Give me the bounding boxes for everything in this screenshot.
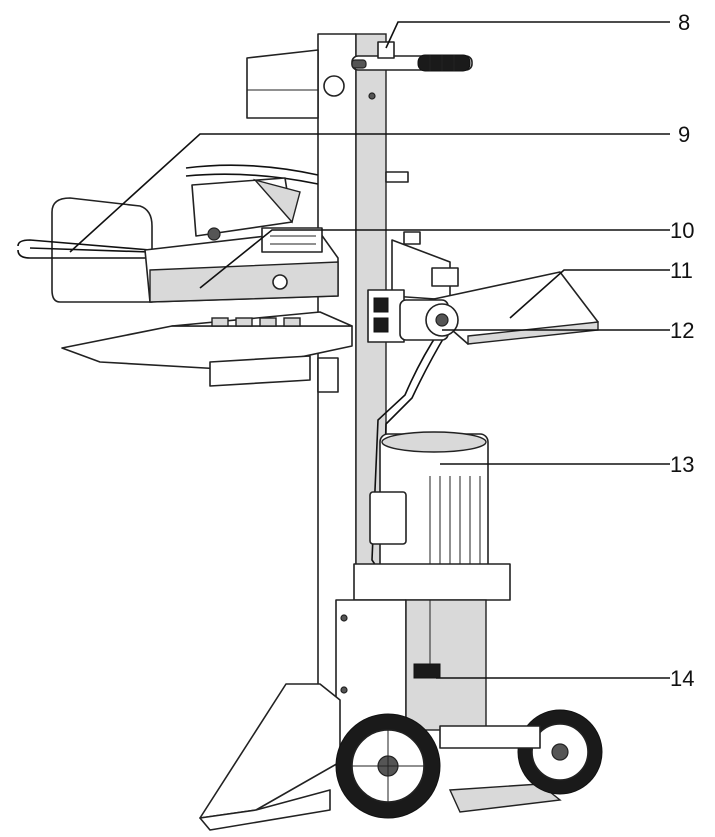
switch-box	[367, 289, 459, 343]
right-bracket	[391, 231, 459, 301]
leader-8	[385, 21, 670, 49]
axle-housing	[439, 725, 541, 749]
push-guard	[17, 197, 155, 303]
callout-13: 13	[670, 452, 694, 477]
leader-11	[509, 269, 670, 319]
cylinder-head-block	[246, 49, 319, 119]
leader-10	[199, 229, 670, 289]
wedge-beam	[144, 227, 339, 303]
control-handle	[351, 41, 473, 72]
foot-plate	[199, 683, 562, 831]
callout-12: 12	[670, 318, 694, 343]
callout-9: 9	[678, 122, 690, 147]
callout-11: 11	[670, 258, 693, 283]
left-wheel	[335, 713, 441, 819]
upper-mechanism	[191, 171, 409, 241]
leader-9	[69, 133, 670, 253]
callout-8: 8	[678, 10, 690, 35]
right-table	[419, 271, 599, 345]
callout-10: 10	[670, 218, 694, 243]
callout-labels: 8 9 10 11 12 13 14	[670, 10, 694, 691]
callout-leaders	[69, 21, 670, 679]
callout-14: 14	[670, 666, 694, 691]
right-wheel	[517, 709, 603, 795]
electric-motor	[353, 431, 511, 601]
left-table	[61, 311, 353, 393]
